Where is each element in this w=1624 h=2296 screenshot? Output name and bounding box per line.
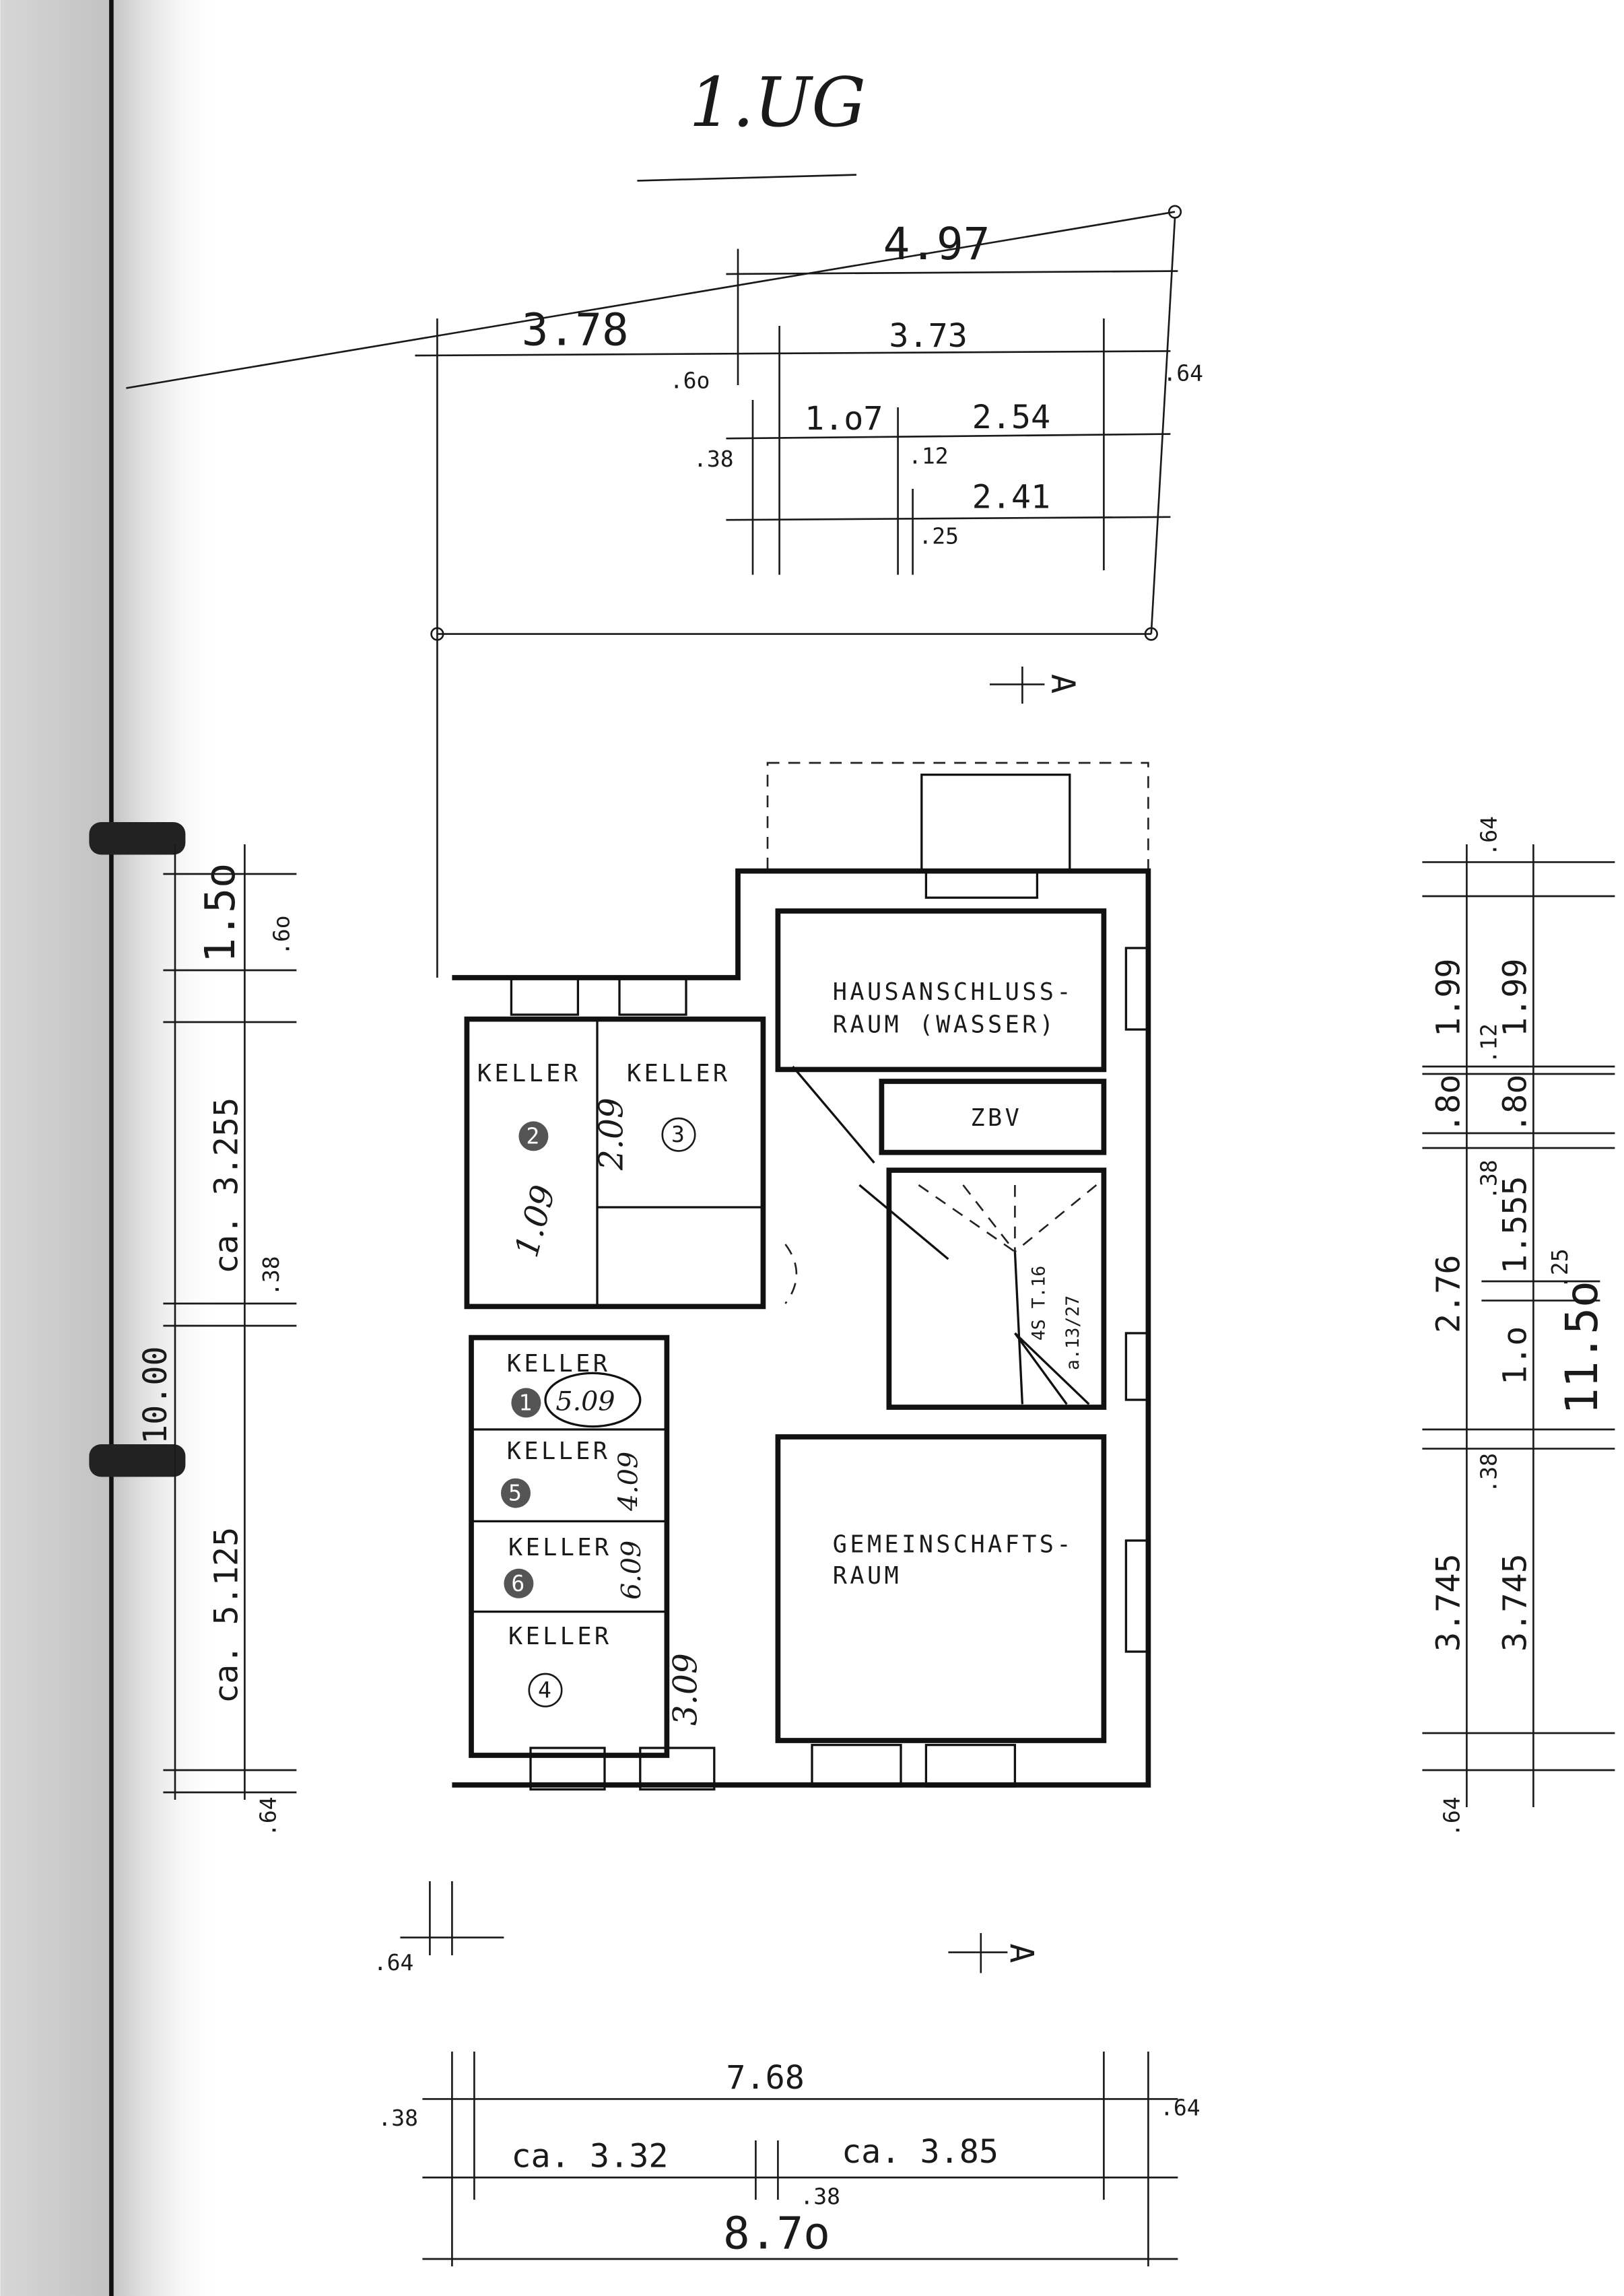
left-dimension-lines	[163, 844, 297, 1800]
svg-text:A: A	[1044, 674, 1081, 694]
dim-2-54: 2.54	[972, 399, 1051, 436]
section-marker-top: A	[990, 667, 1081, 704]
stair-annotation: 4S T.16 a.13/27	[1028, 1266, 1083, 1370]
svg-text:5: 5	[508, 1480, 522, 1506]
dim-left-0-38: .38	[258, 1256, 284, 1296]
svg-text:1.09: 1.09	[508, 1182, 563, 1262]
binder-clip-bottom	[89, 1444, 186, 1477]
dim-bottom-0-38: .38	[378, 2105, 418, 2131]
svg-text:6: 6	[511, 1570, 525, 1596]
dim-right-inner-1-555: 1.555	[1496, 1176, 1534, 1274]
dim-right-0-38a: .38	[1475, 1159, 1501, 1200]
svg-text:KELLER: KELLER	[508, 1623, 612, 1650]
dim-0-25: .25	[918, 522, 959, 549]
room-keller-2: KELLER 2 1.09	[477, 1060, 581, 1262]
top-dimension-lines	[415, 248, 1178, 575]
dim-right-inner-1-99: 1.99	[1496, 958, 1534, 1037]
binder-clip-top	[89, 822, 186, 855]
svg-text:KELLER: KELLER	[508, 1534, 612, 1561]
dim-0-38-top: .38	[693, 446, 734, 472]
svg-text:5.09: 5.09	[555, 1386, 615, 1417]
dim-right-inner-1-0: 1.o	[1496, 1326, 1534, 1385]
dim-right-inner-3-745: 3.745	[1496, 1553, 1534, 1652]
dim-bottom-0-64-top: .64	[374, 1949, 414, 1976]
dim-left-0-64: .64	[255, 1796, 281, 1837]
svg-text:6.09: 6.09	[616, 1541, 647, 1600]
room-gemeinschaftsraum: GEMEINSCHAFTS- RAUM	[833, 1531, 1074, 1590]
dim-left-5-125: ca. 5.125	[207, 1527, 245, 1703]
svg-text:KELLER: KELLER	[477, 1060, 581, 1087]
dim-bottom-0-38b: .38	[800, 2184, 840, 2210]
dim-right-3-745: 3.745	[1429, 1553, 1467, 1652]
svg-text:4.09: 4.09	[613, 1452, 644, 1512]
dim-bottom-3-32: ca. 3.32	[511, 2138, 668, 2175]
dim-right-0-12: .12	[1475, 1023, 1501, 1064]
bottom-dimension-lines	[400, 1881, 1178, 2267]
dim-left-10-00: 10.00	[137, 1346, 174, 1444]
svg-text:3.09: 3.09	[667, 1653, 704, 1726]
site-boundary	[126, 205, 1182, 978]
svg-text:GEMEINSCHAFTS-: GEMEINSCHAFTS-	[833, 1531, 1074, 1559]
dim-left-1-50: 1.5o	[196, 863, 244, 963]
title-underline	[637, 174, 857, 182]
svg-text:2.09: 2.09	[593, 1098, 630, 1171]
dim-right-0-64-top: .64	[1475, 816, 1501, 856]
dim-right-total-11-50: 11.5o	[1556, 1281, 1608, 1415]
svg-text:4: 4	[538, 1677, 551, 1703]
dim-right-2-76: 2.76	[1429, 1254, 1467, 1333]
dim-right-0-80: .8o	[1429, 1075, 1467, 1133]
dim-left-3-255: ca. 3.255	[207, 1098, 245, 1274]
svg-text:3: 3	[671, 1121, 685, 1147]
dim-right-1-99: 1.99	[1429, 958, 1467, 1037]
dim-4-97: 4.97	[883, 218, 990, 270]
plan-title: 1.UG	[689, 63, 866, 142]
room-keller-4: KELLER 4 3.09	[508, 1623, 704, 1726]
dim-bottom-0-64: .64	[1160, 2095, 1200, 2121]
room-zbv: ZBV	[970, 1104, 1022, 1132]
windows	[510, 869, 1150, 1791]
svg-text:4S T.16: 4S T.16	[1028, 1266, 1049, 1341]
dim-left-0-60: .6o	[268, 915, 294, 955]
dim-right-inner-0-25: .25	[1547, 1248, 1573, 1289]
dim-right-0-64-bottom: .64	[1438, 1796, 1464, 1837]
dim-2-41: 2.41	[972, 479, 1051, 516]
svg-text:RAUM: RAUM	[833, 1562, 902, 1590]
dim-bottom-7-68: 7.68	[726, 2059, 805, 2097]
dim-3-78: 3.78	[522, 304, 629, 356]
section-marker-bottom: A	[948, 1933, 1040, 1973]
dim-0-64-top: .64	[1163, 360, 1203, 386]
dim-0-12: .12	[908, 443, 949, 469]
room-keller-3: KELLER 3 2.09	[593, 1060, 731, 1171]
dim-3-73: 3.73	[889, 317, 968, 355]
svg-text:a.13/27: a.13/27	[1062, 1295, 1083, 1370]
dim-right-inner-0-80: .8o	[1496, 1075, 1534, 1133]
dim-right-0-38b: .38	[1475, 1453, 1501, 1493]
room-keller-1: KELLER 1 5.09	[507, 1350, 642, 1428]
svg-text:KELLER: KELLER	[627, 1060, 731, 1087]
svg-text:HAUSANSCHLUSS-: HAUSANSCHLUSS-	[833, 978, 1074, 1006]
svg-text:2: 2	[526, 1122, 539, 1149]
svg-text:A: A	[1003, 1943, 1040, 1963]
svg-text:1: 1	[518, 1389, 532, 1415]
dim-bottom-3-85: ca. 3.85	[842, 2133, 999, 2171]
dim-1-07: 1.o7	[805, 400, 883, 438]
svg-text:KELLER: KELLER	[507, 1438, 611, 1465]
building-walls	[452, 762, 1151, 1788]
svg-text:RAUM (WASSER): RAUM (WASSER)	[833, 1011, 1057, 1038]
dim-0-60: .6o	[670, 367, 710, 393]
room-keller-6: KELLER 6 6.09	[504, 1534, 647, 1600]
room-hausanschlussraum: HAUSANSCHLUSS- RAUM (WASSER)	[833, 978, 1074, 1038]
room-keller-5: KELLER 5 4.09	[501, 1438, 644, 1512]
dim-bottom-8-70: 8.7o	[723, 2208, 830, 2260]
right-dimension-lines	[1422, 844, 1615, 1807]
